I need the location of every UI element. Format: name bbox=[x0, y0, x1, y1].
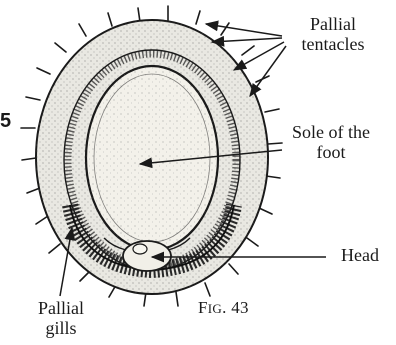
label-sole-of-foot: Sole of the foot bbox=[272, 122, 390, 162]
label-sole-line2: foot bbox=[272, 142, 390, 162]
label-sole-line1: Sole of the bbox=[272, 122, 390, 142]
label-pallial-gills-line2: gills bbox=[22, 318, 100, 338]
label-pallial-gills-line1: Pallial bbox=[22, 298, 100, 318]
label-pallial-tentacles-line1: Pallial bbox=[278, 14, 388, 34]
label-pallial-tentacles-line2: tentacles bbox=[278, 34, 388, 54]
figure-caption-smallcaps: IG bbox=[208, 301, 222, 316]
figure-caption: FIG. 43 bbox=[198, 298, 288, 319]
label-head: Head bbox=[330, 245, 390, 265]
page-number-fragment: 5 bbox=[0, 111, 18, 131]
figure-caption-number: . 43 bbox=[222, 298, 249, 317]
figure-caption-prefix: F bbox=[198, 298, 208, 317]
label-pallial-gills: Pallial gills bbox=[22, 298, 100, 338]
label-pallial-tentacles: Pallial tentacles bbox=[278, 14, 388, 54]
